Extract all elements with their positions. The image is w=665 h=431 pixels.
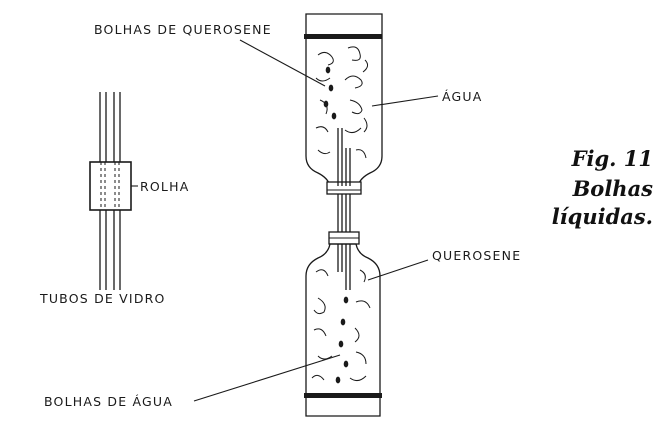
upper-bottle-outline [305,13,383,187]
leader-agua [371,95,439,107]
kerosene-swirls [311,269,371,382]
leader-bolhas-agua [193,354,341,402]
water-drops [335,296,349,384]
lower-bottle [304,231,382,417]
upper-bottle [304,13,383,195]
upper-neck-cork [326,181,362,195]
label-bolhas-agua: BOLHAS DE ÁGUA [44,394,174,409]
leader-bolhas-querosene [239,39,326,87]
leader-querosene [367,259,429,281]
label-tubos-vidro: TUBOS DE VIDRO [40,291,166,306]
label-agua: ÁGUA [442,89,483,104]
cork-detail [89,92,132,290]
caption-line-1: Bolhas [572,176,653,201]
label-bolhas-querosene: BOLHAS DE QUEROSENE [94,22,272,37]
lower-bottle-band [304,393,382,398]
lower-bottle-outline [305,243,381,417]
connecting-tubes [337,194,351,232]
label-querosene: QUEROSENE [432,248,522,263]
upper-bottle-band [304,34,382,39]
cork-body [89,161,132,211]
leader-lines [131,39,439,402]
kerosene-drops [323,66,337,120]
caption-line-2: líquidas. [551,204,653,229]
caption-fig-number: Fig. 11 [571,146,653,171]
label-rolha: ROLHA [140,179,190,194]
